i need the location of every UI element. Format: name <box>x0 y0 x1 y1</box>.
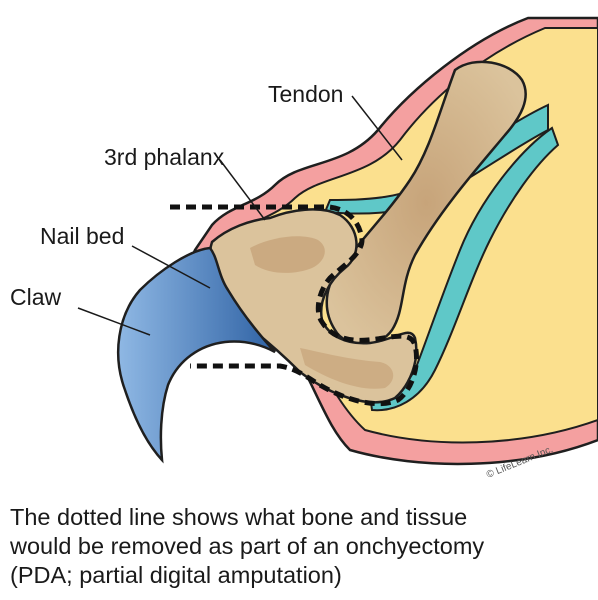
nail-bed-leader-line <box>131 245 211 289</box>
tendon-leader-line <box>351 95 403 161</box>
third-phalanx-shade-2 <box>300 348 394 389</box>
tendon-label: Tendon <box>268 81 343 107</box>
claw <box>116 246 276 464</box>
phalanx-leader-line <box>219 159 266 221</box>
third-phalanx-shade <box>250 236 325 273</box>
caption-line-2: would be removed as part of an onchyecto… <box>10 533 485 559</box>
dotted-excision-line <box>170 204 419 407</box>
second-phalanx <box>325 60 527 346</box>
nail-bed-label: Nail bed <box>40 223 124 249</box>
claw-label: Claw <box>10 284 62 310</box>
claw-leader-line <box>77 307 151 336</box>
third-phalanx-label: 3rd phalanx <box>104 144 225 170</box>
caption-line-3: (PDA; partial digital amputation) <box>10 562 342 588</box>
caption-line-1: The dotted line shows what bone and tiss… <box>10 504 468 530</box>
tendon-lower <box>368 126 560 412</box>
caption: The dotted line shows what bone and tiss… <box>10 503 590 590</box>
